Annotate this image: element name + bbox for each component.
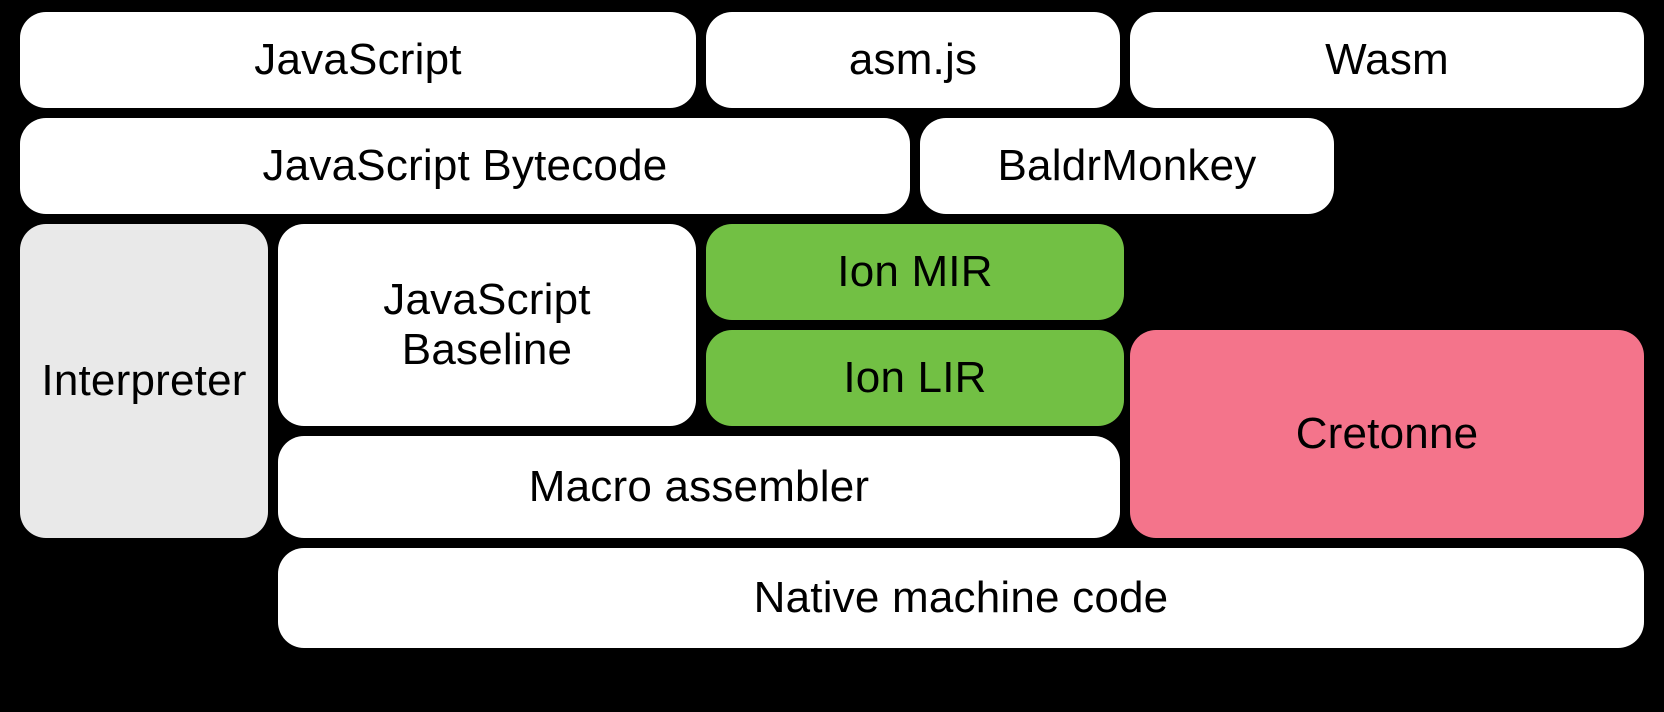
- node-ion-lir: Ion LIR: [706, 330, 1124, 426]
- node-cretonne: Cretonne: [1130, 330, 1644, 538]
- node-macro-assembler: Macro assembler: [278, 436, 1120, 538]
- node-baldrmonkey: BaldrMonkey: [920, 118, 1334, 214]
- node-js-bytecode: JavaScript Bytecode: [20, 118, 910, 214]
- node-ion-mir: Ion MIR: [706, 224, 1124, 320]
- node-js-baseline: JavaScript Baseline: [278, 224, 696, 426]
- node-wasm: Wasm: [1130, 12, 1644, 108]
- node-interpreter: Interpreter: [20, 224, 268, 538]
- node-javascript: JavaScript: [20, 12, 696, 108]
- node-native-machine-code: Native machine code: [278, 548, 1644, 648]
- node-asmjs: asm.js: [706, 12, 1120, 108]
